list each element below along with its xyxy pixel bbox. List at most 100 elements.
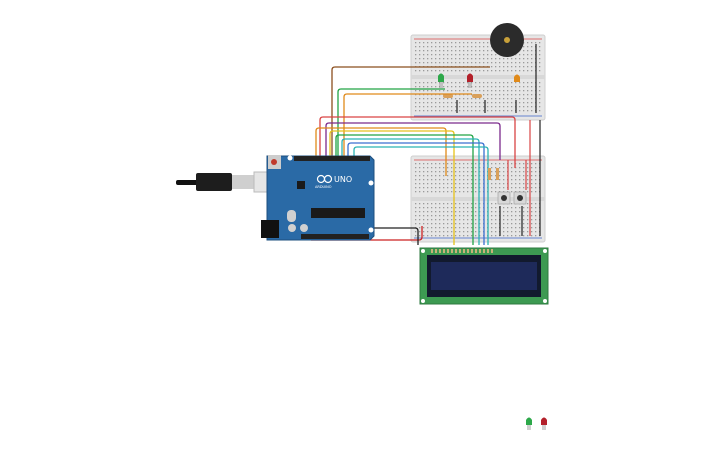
breadboard-hole [459,70,461,72]
breadboard-hole [507,191,509,193]
breadboard-hole [431,231,433,233]
breadboard-hole [455,50,457,52]
breadboard-hole [439,191,441,193]
breadboard-hole [539,102,541,104]
breadboard-hole [475,203,477,205]
breadboard-hole [523,223,525,225]
spare-red-led[interactable] [541,417,547,431]
breadboard-hole [483,90,485,92]
breadboard-top[interactable] [410,34,546,121]
resistor-top-1[interactable] [443,94,453,98]
breadboard-hole [419,223,421,225]
breadboard-hole [423,62,425,64]
breadboard-hole [447,211,449,213]
breadboard-hole [427,203,429,205]
breadboard-hole [427,235,429,237]
breadboard-hole [531,90,533,92]
breadboard-hole [463,42,465,44]
breadboard-hole [435,98,437,100]
breadboard-hole [523,82,525,84]
breadboard-hole [419,50,421,52]
breadboard-hole [455,171,457,173]
green-led[interactable] [438,73,444,89]
orange-led[interactable] [514,74,520,83]
breadboard-hole [423,82,425,84]
breadboard-hole [523,191,525,193]
breadboard-hole [455,235,457,237]
breadboard-hole [519,219,521,221]
breadboard-hole [463,110,465,112]
breadboard-hole [447,50,449,52]
usb-cable[interactable] [176,171,275,193]
breadboard-hole [463,90,465,92]
reset-button[interactable] [271,159,277,165]
breadboard-hole [503,167,505,169]
breadboard-hole [463,179,465,181]
breadboard-hole [431,98,433,100]
push-button-1[interactable] [497,191,511,205]
breadboard-hole [439,110,441,112]
breadboard-hole [439,50,441,52]
breadboard-hole [487,90,489,92]
breadboard-hole [427,231,429,233]
push-button-2[interactable] [513,191,527,205]
breadboard-hole [471,110,473,112]
breadboard-hole [435,82,437,84]
breadboard-hole [531,102,533,104]
breadboard-hole [527,219,529,221]
breadboard-hole [487,54,489,56]
breadboard-hole [427,42,429,44]
breadboard-hole [479,110,481,112]
breadboard-hole [419,82,421,84]
breadboard-hole [491,231,493,233]
breadboard-hole [535,179,537,181]
wires-top[interactable] [319,66,516,168]
breadboard-hole [423,235,425,237]
wires-middle[interactable] [311,127,489,245]
breadboard-hole [443,98,445,100]
breadboard-hole [459,50,461,52]
breadboard-hole [503,191,505,193]
breadboard-hole [463,62,465,64]
resistor-top-2[interactable] [472,94,482,98]
breadboard-hole [419,175,421,177]
resistor-mid-2[interactable] [496,168,499,180]
breadboard-hole [451,227,453,229]
resistor-mid-1[interactable] [488,168,491,180]
breadboard-hole [443,215,445,217]
breadboard-hole [523,98,525,100]
breadboard-hole [511,58,513,60]
breadboard-middle[interactable] [410,155,546,243]
breadboard-hole [531,187,533,189]
middle-jumpers [499,120,541,236]
breadboard-hole [519,183,521,185]
breadboard-hole [427,207,429,209]
breadboard-hole [439,219,441,221]
breadboard-hole [471,203,473,205]
breadboard-hole [511,62,513,64]
breadboard-hole [511,98,513,100]
breadboard-hole [443,163,445,165]
breadboard-hole [467,215,469,217]
breadboard-hole [423,46,425,48]
piezo-buzzer[interactable] [490,23,524,57]
breadboard-hole [511,183,513,185]
breadboard-hole [415,175,417,177]
breadboard-hole [531,98,533,100]
arduino-uno-board[interactable]: UNO ARDUINO [261,155,375,241]
breadboard-hole [515,219,517,221]
breadboard-hole [499,167,501,169]
breadboard-hole [487,58,489,60]
atmega-chip [311,208,365,218]
breadboard-hole [499,187,501,189]
lcd-16x2-display[interactable] [419,247,549,305]
breadboard-hole [503,94,505,96]
spare-green-led[interactable] [526,417,532,431]
breadboard-hole [427,86,429,88]
breadboard-hole [527,227,529,229]
breadboard-hole [495,70,497,72]
red-led[interactable] [467,73,473,89]
breadboard-hole [467,106,469,108]
breadboard-hole [483,86,485,88]
